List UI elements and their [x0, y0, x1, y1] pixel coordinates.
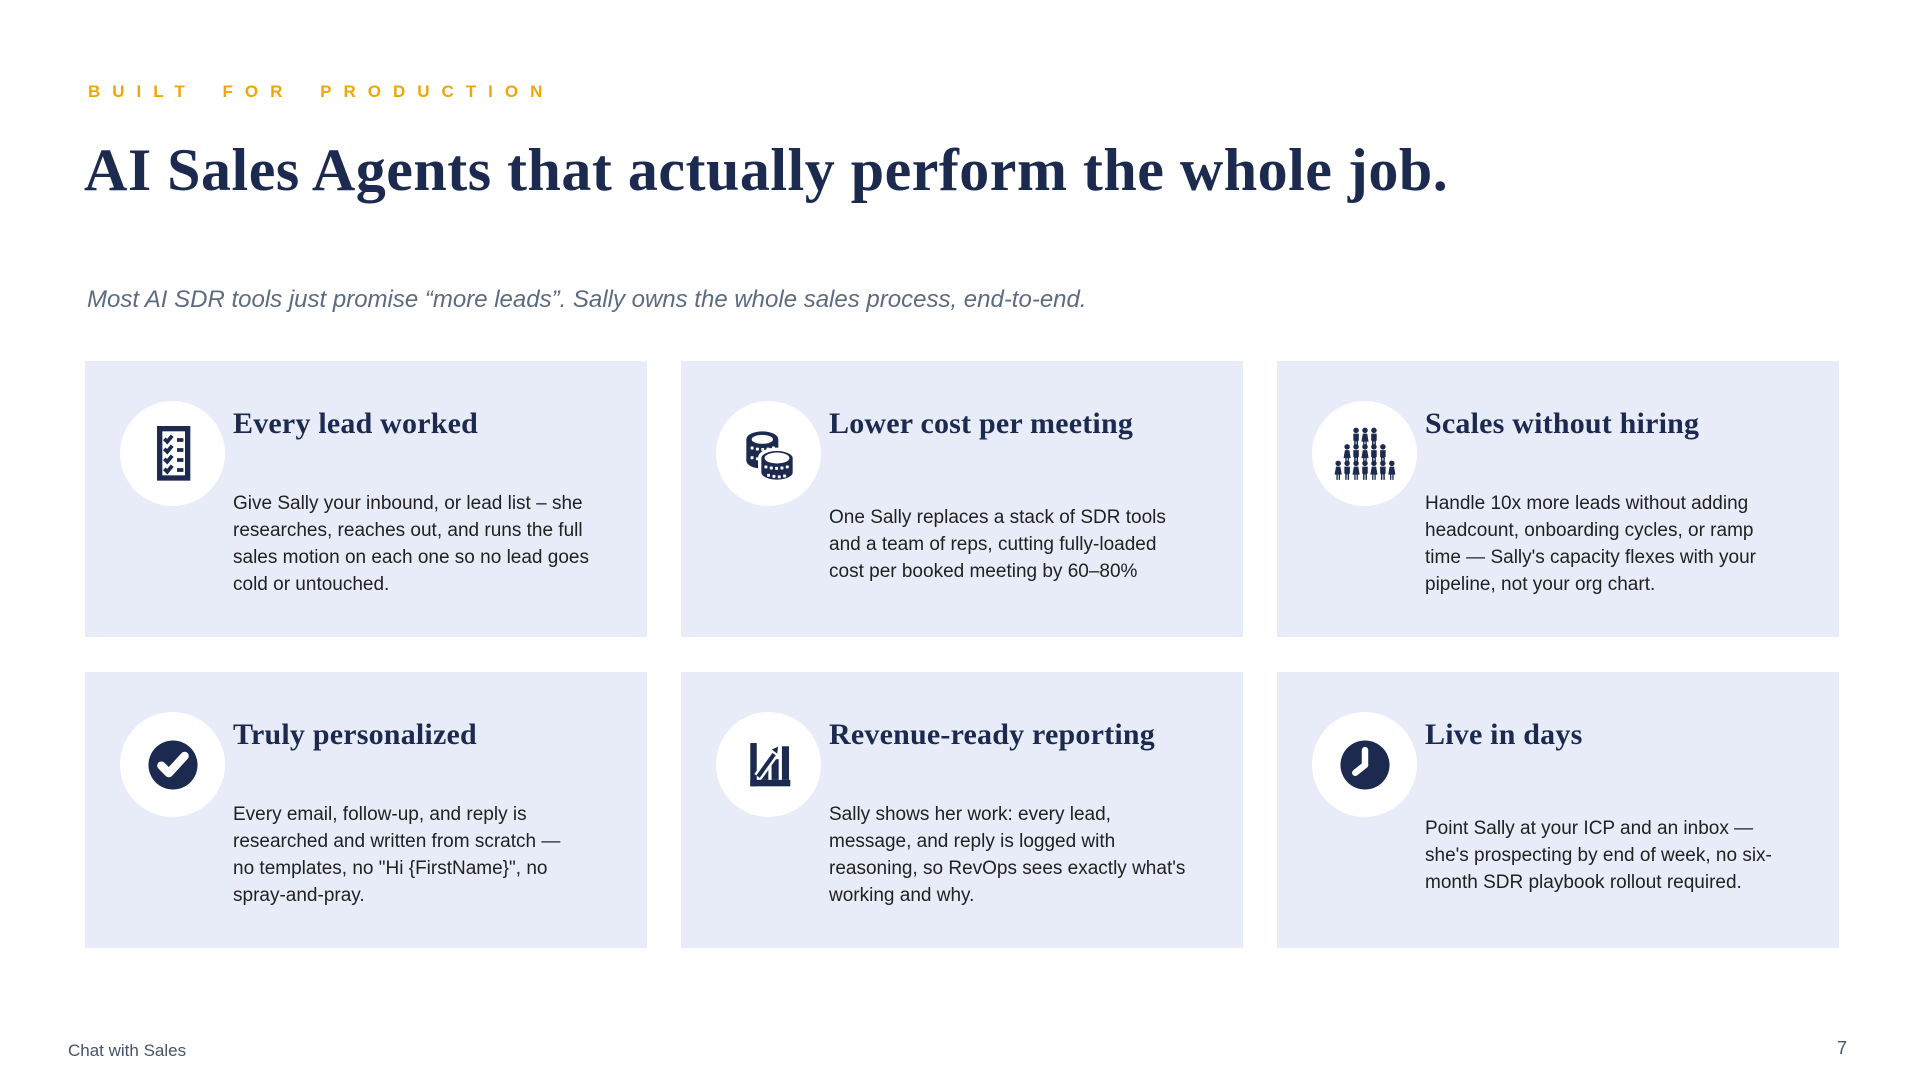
check-circle-icon [120, 712, 225, 817]
feature-card-every-lead-worked: Every lead worked Give Sally your inboun… [85, 361, 647, 637]
card-title: Truly personalized [233, 718, 477, 751]
card-body: Point Sally at your ICP and an inbox — s… [1425, 817, 1772, 893]
feature-card-scales-without-hiring: Scales without hiring Handle 10x more le… [1277, 361, 1839, 637]
feature-card-lower-cost-per-meeting: Lower cost per meeting One Sally replace… [681, 361, 1243, 637]
card-body: Sally shows her work: every lead, messag… [829, 804, 1186, 906]
chat-with-sales-link[interactable]: Chat with Sales [68, 1041, 187, 1060]
card-title: Scales without hiring [1425, 407, 1700, 440]
card-body: Give Sally your inbound, or lead list – … [233, 493, 589, 595]
feature-card-live-in-days: Live in days Point Sally at your ICP and… [1277, 672, 1839, 948]
clock-icon [1312, 712, 1417, 817]
card-title: Live in days [1425, 718, 1583, 751]
card-body: Handle 10x more leads without adding hea… [1425, 493, 1756, 595]
card-body-box: One Sally replaces a stack of SDR tools … [829, 475, 1229, 613]
kicker: BUILT FOR PRODUCTION [88, 82, 555, 101]
card-body-box: Point Sally at your ICP and an inbox — s… [1425, 786, 1825, 924]
coins-icon [716, 401, 821, 506]
page-subtitle: Most AI SDR tools just promise “more lea… [87, 286, 1087, 313]
card-body: One Sally replaces a stack of SDR tools … [829, 506, 1166, 582]
crowd-icon [1312, 401, 1417, 506]
bar-chart-icon [716, 712, 821, 817]
checklist-icon [120, 401, 225, 506]
card-title: Revenue-ready reporting [829, 718, 1155, 751]
page-number: 7 [1836, 1038, 1847, 1058]
feature-card-truly-personalized: Truly personalized Every email, follow-u… [85, 672, 647, 948]
card-body-box: Every email, follow-up, and reply is res… [233, 786, 633, 924]
card-body-box: Give Sally your inbound, or lead list – … [233, 475, 633, 613]
card-title: Lower cost per meeting [829, 407, 1134, 440]
feature-card-grid: Every lead worked Give Sally your inboun… [85, 361, 1839, 948]
card-title: Every lead worked [233, 407, 479, 440]
card-body-box: Sally shows her work: every lead, messag… [829, 786, 1229, 924]
feature-card-revenue-ready-reporting: Revenue-ready reporting Sally shows her … [681, 672, 1243, 948]
card-body: Every email, follow-up, and reply is res… [233, 804, 561, 906]
card-body-box: Handle 10x more leads without adding hea… [1425, 475, 1825, 613]
page-title: AI Sales Agents that actually perform th… [84, 137, 1449, 203]
